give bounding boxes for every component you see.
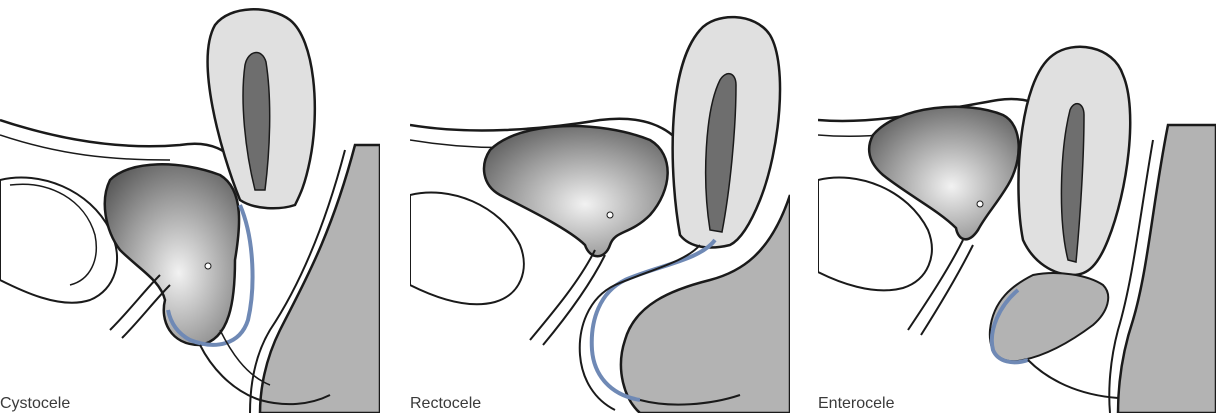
ureter-orifice: [607, 212, 613, 218]
panel-rectocele: Rectocele: [410, 0, 790, 413]
panel-enterocele: Enterocele: [818, 0, 1216, 413]
caption-rectocele: Rectocele: [410, 395, 481, 413]
ureter-orifice: [205, 263, 211, 269]
pubic-bone: [0, 177, 117, 302]
urethra: [110, 275, 160, 330]
pubic-bone: [410, 192, 524, 304]
caption-enterocele: Enterocele: [818, 395, 895, 413]
abdominal-wall-inner: [0, 135, 170, 160]
ureter-orifice: [977, 201, 983, 207]
perineum: [1028, 360, 1118, 398]
caption-cystocele: Cystocele: [0, 395, 70, 413]
urethra: [530, 250, 595, 340]
rectocele-illustration: [410, 0, 790, 413]
enterocele-sac: [990, 273, 1108, 361]
panel-cystocele: Cystocele: [0, 0, 380, 413]
enterocele-illustration: [818, 0, 1216, 413]
cystocele-illustration: [0, 0, 380, 413]
